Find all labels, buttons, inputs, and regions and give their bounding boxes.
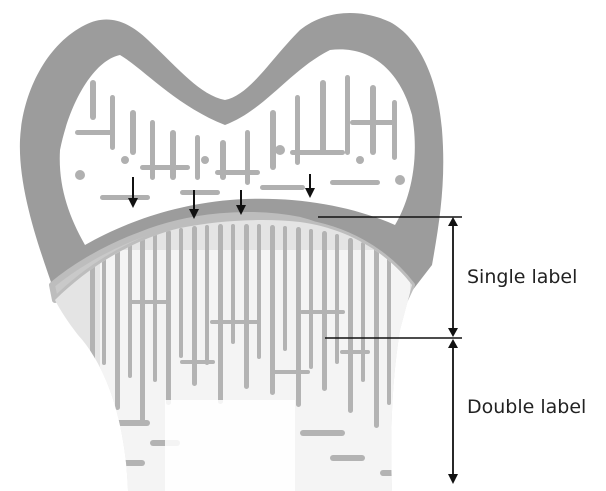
double-label-dimension: [448, 339, 458, 484]
single-label-dimension: [448, 217, 458, 337]
double-label-text: Double label: [467, 398, 586, 417]
single-label-text: Single label: [467, 268, 577, 287]
metaphysis-trabecular-pattern: [90, 224, 410, 491]
